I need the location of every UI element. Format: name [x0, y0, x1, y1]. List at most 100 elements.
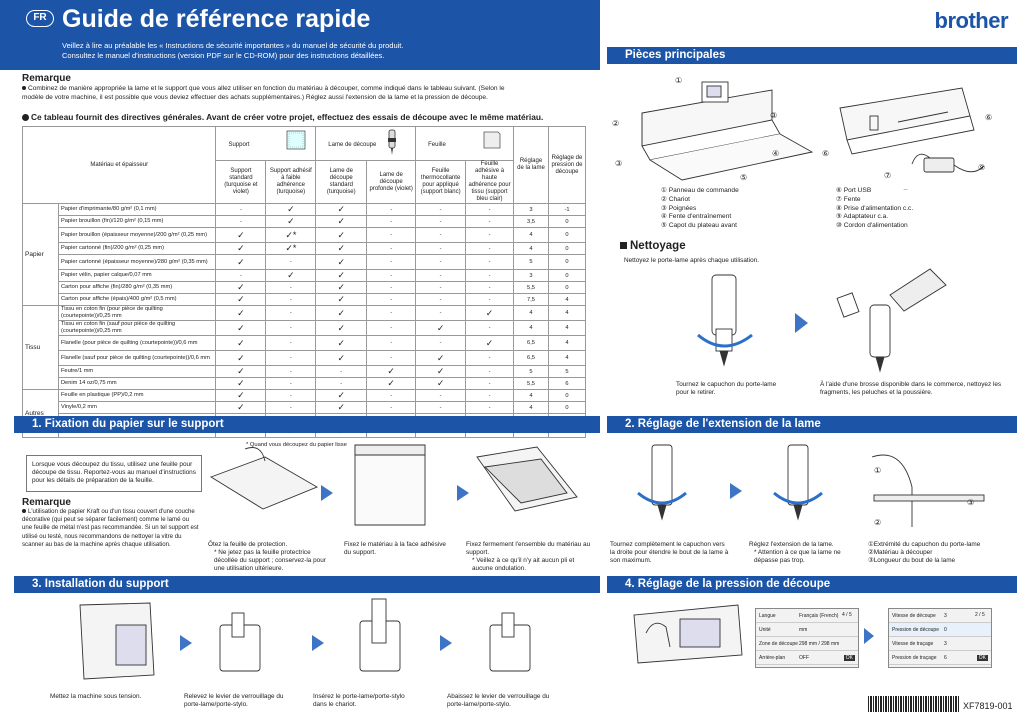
ok-button[interactable]: OK [976, 654, 988, 661]
extension-value: 7,5 [513, 293, 549, 306]
setting-label: Pression de traçage [892, 654, 937, 661]
remarque-title: Remarque [22, 73, 71, 84]
check-icon: ✓ [265, 269, 317, 282]
pressure-value: 4 [547, 293, 587, 306]
table-cell: - [215, 269, 267, 282]
s2-caption-1: Tournez complètement le capuchon vers la… [610, 541, 729, 564]
check-icon: ✓ [215, 305, 267, 321]
extension-value: 3 [513, 269, 549, 282]
header-blade: Lame de découpe [315, 126, 417, 161]
part-item: ⑥ Port USB [836, 187, 872, 194]
s4-hand-illustration [633, 604, 743, 664]
setting-value[interactable]: 298 mm / 298 mm [799, 640, 840, 647]
table-cell: - [265, 305, 317, 321]
setting-label: Zone de découpe [759, 640, 798, 647]
check-icon: ✓ [315, 254, 368, 270]
screen-2-page: 2 / 5 [975, 612, 985, 618]
extension-value: 4 [513, 227, 549, 243]
material-name: Carton pour affiche (épais)/400 g/m² (0,… [57, 293, 217, 306]
extension-value: 5 [513, 365, 549, 378]
column-header: Feuille adhésive à haute adhérence pour … [465, 160, 515, 204]
table-cell: - [415, 254, 467, 270]
check-icon: ✓ [215, 320, 267, 336]
table-cell: - [265, 389, 317, 402]
s1-caption-2: Fixez le matériau à la face adhésive du … [344, 541, 446, 556]
table-cell: - [415, 389, 467, 402]
table-row: Carton pour affiche (épais)/400 g/m² (0,… [23, 293, 587, 306]
material-name: Feutre/1 mm [57, 365, 217, 378]
part-item: ⑧ Prise d'alimentation c.c. [836, 204, 914, 212]
part-item: ⑩ Cordon d'alimentation [836, 222, 908, 230]
arrow-icon [321, 485, 333, 501]
check-icon: ✓ [315, 281, 368, 294]
page-subtitle: Veillez à lire au préalable les « Instru… [62, 41, 582, 61]
s1-caption-1-note-text: Ne jetez pas la feuille protectrice déco… [214, 549, 326, 572]
setting-value[interactable]: 6 [944, 654, 947, 661]
pressure-value: 0 [547, 254, 587, 270]
s1-illustration [209, 444, 578, 526]
s2-legend-item: ②Matériau à découper [868, 549, 933, 556]
check-icon: ✓ [215, 350, 267, 366]
header-support-label: Support [228, 142, 250, 148]
s2-illustration: ①③② [637, 444, 985, 527]
table-row: Papier cartonné (fin)/200 g/m² (0,25 mm)… [23, 242, 587, 255]
material-name: Denim 14 oz/0,75 mm [57, 377, 217, 390]
column-header: Support standard (turquoise et violet) [215, 160, 267, 204]
check-icon: ✓ [215, 254, 267, 270]
extension-value: 3,5 [513, 215, 549, 228]
pressure-value: -1 [547, 203, 587, 216]
svg-text:④: ④ [772, 149, 779, 158]
section-3-bar: 3. Installation du support [14, 576, 600, 593]
pressure-value: 4 [547, 350, 587, 366]
setting-value[interactable]: OFF [799, 654, 809, 661]
remarque-text: Combinez de manière appropriée la lame e… [22, 84, 522, 102]
table-cell: - [366, 350, 417, 366]
setting-value[interactable]: 3 [944, 640, 947, 647]
table-cell: - [265, 350, 317, 366]
part-item: ⑨ Adaptateur c.a. [836, 213, 889, 221]
extension-value: 5,5 [513, 281, 549, 294]
s2-caption-2-note: * Attention à ce que la lame ne dépasse … [754, 549, 841, 564]
ok-button[interactable]: OK [843, 654, 855, 661]
extension-value: 5 [513, 254, 549, 270]
table-cell: - [465, 365, 515, 378]
material-name: Tissu en coton fin (sauf pour pièce de q… [57, 320, 217, 336]
table-cell: - [465, 254, 515, 270]
header-banner: FR Guide de référence rapide Veillez à l… [0, 0, 600, 70]
check-icon: ✓* [265, 227, 317, 243]
pressure-value: 0 [547, 281, 587, 294]
s1-caption-3-note-text: Veillez à ce qu'il n'y ait aucun pli et … [472, 557, 575, 572]
material-name: Carton pour affiche (fin)/280 g/m² (0,35… [57, 281, 217, 294]
table-footnote: * Quand vous découpez du papier lisse [246, 442, 347, 448]
table-cell: - [465, 203, 515, 216]
s1-caption-3-text: Fixez fermement l'ensemble du matériau a… [466, 541, 591, 556]
svg-text:⑩: ⑩ [902, 188, 909, 190]
setting-value[interactable]: 3 [944, 612, 947, 619]
table-cell: - [215, 215, 267, 228]
section-4-bar: 4. Réglage de la pression de découpe [607, 576, 1017, 593]
bullet-icon [22, 86, 26, 91]
table-cell: - [265, 281, 317, 294]
arrow-icon [730, 483, 742, 499]
document-code: XF7819-001 [963, 701, 1013, 711]
pressure-value: 5 [547, 365, 587, 378]
setting-value[interactable]: 0 [944, 626, 947, 633]
setting-value[interactable]: mm [799, 626, 808, 633]
header-blade-label: Lame de découpe [328, 142, 377, 148]
mat-icon [286, 130, 306, 150]
bullet-icon [22, 509, 26, 514]
subtitle-line-1: Veillez à lire au préalable les « Instru… [62, 41, 404, 50]
parts-list-right: ⑥ Port USB ⑦ Fente ⑧ Prise d'alimentatio… [836, 187, 913, 231]
pressure-value: 4 [547, 305, 587, 321]
setting-value[interactable]: Français (French) [799, 612, 839, 619]
square-bullet-icon [620, 242, 627, 250]
table-row: Flanelle (pour pièce de quilting (courte… [23, 335, 587, 351]
svg-text:⑤: ⑤ [740, 173, 747, 182]
svg-text:①: ① [874, 466, 881, 475]
